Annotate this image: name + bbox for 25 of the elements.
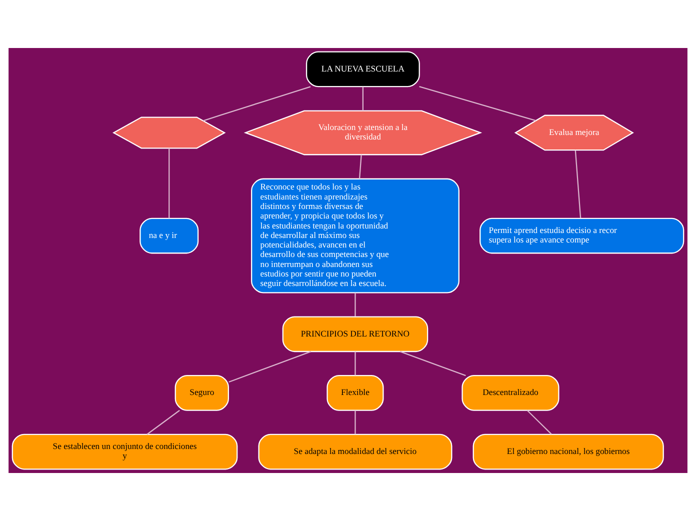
connector: [228, 350, 312, 382]
node-box: Flexible: [326, 374, 384, 410]
node-box: na e y ir: [140, 217, 199, 254]
connector: [400, 350, 466, 376]
node-box: Permit aprend estudia decisio a recor supera los ape avance compe: [480, 217, 684, 254]
connector: [362, 86, 364, 110]
node-box: Reconoce que todos los y las estudiantes tienen aprendizajes distintos y formas diversas de aprender, y propicia que todos los y las estudiantes tengan la oportunidad de desarrollar al máximo sus potencialidades, avancen en el desarrollo de sus competencias y que no interrumpan o abandonen sus estudios por sentir que no pueden seguir desarrollándose en la escuela.: [250, 178, 460, 293]
connector: [202, 86, 311, 121]
connector: [358, 154, 362, 178]
connector: [574, 150, 582, 218]
connector: [419, 86, 536, 121]
connector: [526, 409, 552, 434]
connector: [146, 409, 180, 434]
node-box: PRINCIPIOS DEL RETORNO: [282, 316, 428, 352]
node-box: LA NUEVA ESCUELA: [306, 50, 420, 87]
node-box: Se establecen un conjunto de condiciones y: [12, 433, 238, 470]
connector: [354, 292, 356, 316]
connector: [354, 410, 356, 434]
node-box: Descentralizado: [462, 374, 560, 410]
node-box: El gobierno nacional, los gobiernos: [472, 433, 664, 470]
node-box: Se adapta la modalidad del servicio: [258, 433, 452, 470]
connector: [168, 148, 170, 218]
node-hexagon: [112, 116, 226, 148]
connector: [354, 351, 356, 375]
node-box: Seguro: [174, 374, 229, 410]
